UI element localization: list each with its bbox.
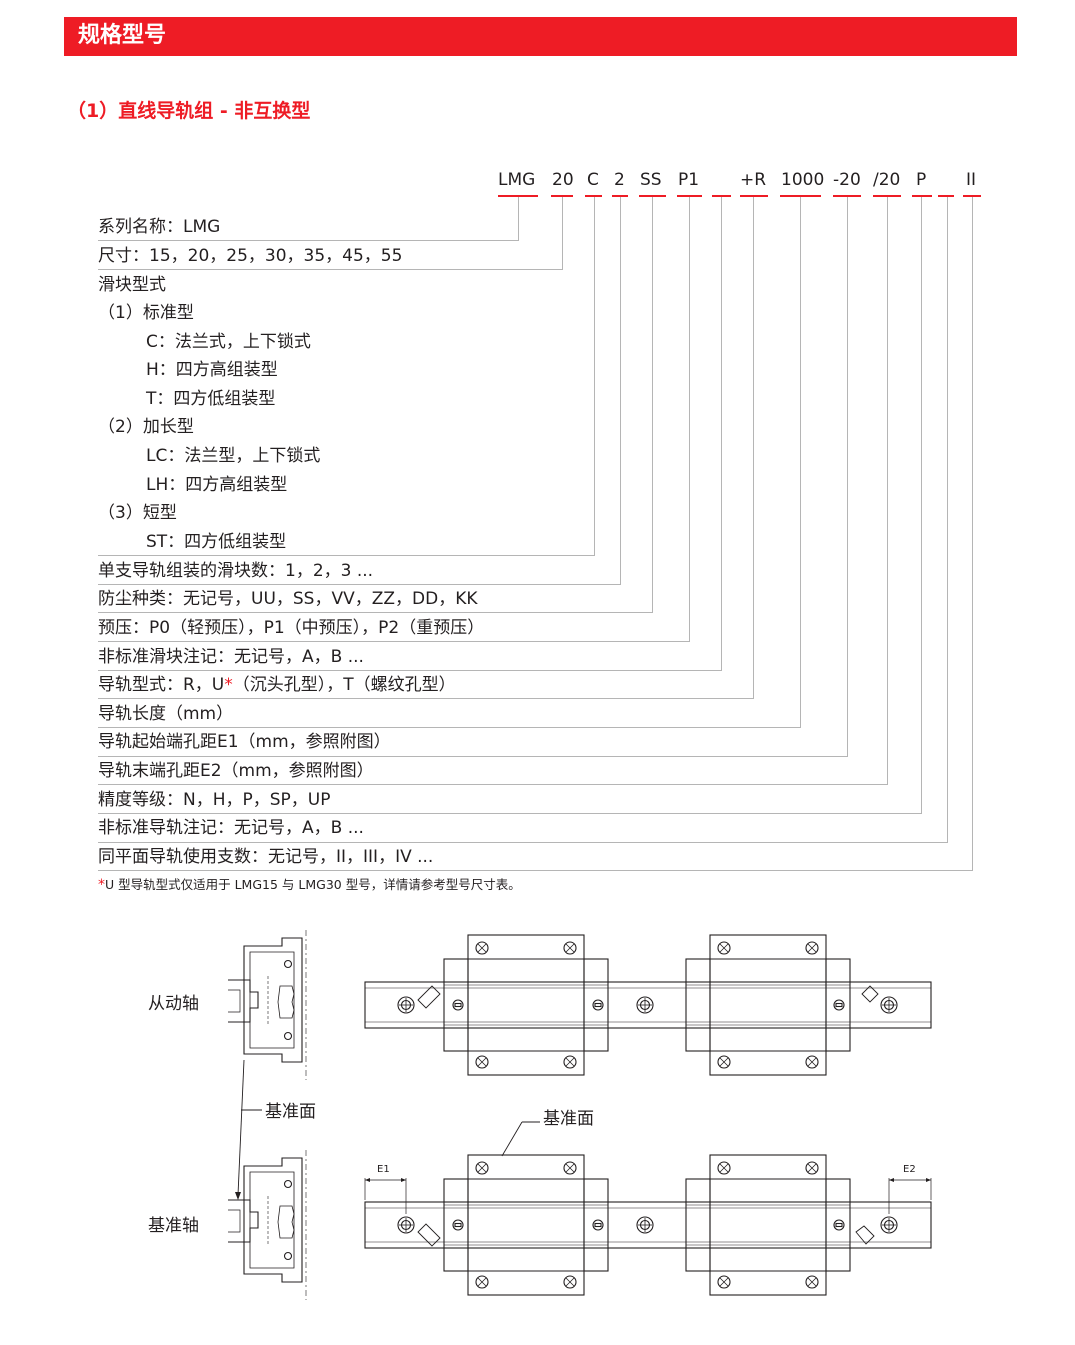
row-h-type: H：四方高组装型 — [146, 360, 278, 380]
row-preload: 预压：P0（轻预压），P1（中预压），P2（重预压） — [98, 618, 485, 638]
leader-line — [972, 197, 973, 870]
code-underline — [740, 195, 768, 197]
section-header-title: 规格型号 — [78, 23, 167, 48]
row-rail-length: 导轨长度（mm） — [98, 704, 234, 724]
row-block-type: 滑块型式 — [98, 275, 166, 295]
leader-line — [847, 197, 848, 756]
leader-line — [652, 197, 653, 612]
code-underline — [498, 195, 538, 197]
label-reference-surface: 基准面 — [265, 1102, 316, 1122]
code-underline — [938, 195, 954, 197]
leader-line — [98, 670, 722, 671]
leader-line — [98, 698, 754, 699]
leader-line — [98, 584, 621, 585]
code-underline — [873, 195, 901, 197]
code-size: 20 — [552, 170, 574, 190]
leader-line — [947, 197, 948, 842]
code-block-count: 2 — [614, 170, 625, 190]
code-series: LMG — [498, 170, 536, 190]
leader-line — [98, 784, 888, 785]
code-rail-type: +R — [740, 170, 767, 190]
end-view-driven — [227, 930, 307, 1080]
leader-line — [518, 197, 519, 240]
footnote-text: U 型导轨型式仅适用于 LMG15 与 LMG30 型号，详情请参考型号尺寸表。 — [105, 877, 521, 892]
row-dust-protection: 防尘种类：无记号，UU，SS，VV，ZZ，DD，KK — [98, 589, 478, 609]
leader-line — [98, 870, 973, 871]
code-underline — [780, 195, 821, 197]
row-short-type: （3）短型 — [98, 503, 177, 523]
row-e1: 导轨起始端孔距E1（mm，参照附图） — [98, 732, 391, 752]
row-rail-type: 导轨型式：R，U*（沉头孔型），T（螺纹孔型） — [98, 674, 456, 696]
code-underline — [551, 195, 573, 197]
label-reference-surface-top: 基准面 — [543, 1109, 594, 1129]
leader-line — [98, 240, 519, 241]
leader-line — [98, 555, 595, 556]
code-underline — [612, 195, 628, 197]
code-accuracy: P — [916, 170, 927, 190]
subsection-title: （1）直线导轨组 - 非互换型 — [67, 100, 311, 122]
section-header-bar: 规格型号 — [64, 17, 1017, 56]
code-preload: P1 — [678, 170, 700, 190]
code-e1: -20 — [833, 170, 861, 190]
rail-type-suffix: （沉头孔型），T（螺纹孔型） — [232, 675, 456, 695]
rail-type-prefix: 导轨型式：R，U — [98, 675, 225, 695]
code-dust: SS — [640, 170, 662, 190]
code-underline — [912, 195, 932, 197]
row-lc-type: LC：法兰型，上下锁式 — [146, 446, 321, 466]
code-underline — [639, 195, 666, 197]
footnote: *U 型导轨型式仅适用于 LMG15 与 LMG30 型号，详情请参考型号尺寸表… — [98, 876, 521, 894]
lower-rail — [364, 1121, 932, 1295]
leader-line — [721, 197, 722, 670]
leader-line — [98, 641, 690, 642]
leader-line — [753, 197, 754, 698]
leader-line — [562, 197, 563, 269]
asterisk-mark: * — [98, 877, 105, 893]
leader-line — [620, 197, 621, 584]
label-driven-axis: 从动轴 — [148, 994, 199, 1014]
code-rails-count: II — [966, 170, 977, 190]
row-lh-type: LH：四方高组装型 — [146, 475, 288, 495]
leader-line — [98, 756, 848, 757]
code-underline — [833, 195, 861, 197]
row-rails-count: 同平面导轨使用支数：无记号，II，III，IV ... — [98, 847, 434, 867]
leader-line — [887, 197, 888, 784]
end-view-reference — [227, 1150, 307, 1300]
leader-line — [98, 269, 563, 270]
label-e2: E2 — [903, 1164, 916, 1175]
code-underline — [712, 195, 731, 197]
label-reference-axis: 基准轴 — [148, 1216, 199, 1236]
leader-line — [98, 727, 801, 728]
leader-line — [689, 197, 690, 641]
row-series: 系列名称：LMG — [98, 217, 221, 237]
row-standard-type: （1）标准型 — [98, 303, 194, 323]
code-underline — [677, 195, 702, 197]
asterisk-mark: * — [224, 675, 233, 695]
code-e2: /20 — [873, 170, 901, 190]
row-nonstandard-block: 非标准滑块注记：无记号，A，B ... — [98, 647, 364, 667]
row-st-type: ST：四方低组装型 — [146, 532, 287, 552]
code-underline — [585, 195, 602, 197]
row-c-type: C：法兰式，上下锁式 — [146, 332, 311, 352]
row-accuracy: 精度等级：N，H，P，SP，UP — [98, 790, 331, 810]
row-nonstandard-rail: 非标准导轨注记：无记号，A，B ... — [98, 818, 364, 838]
code-rail-length: 1000 — [781, 170, 825, 190]
row-e2: 导轨末端孔距E2（mm，参照附图） — [98, 761, 374, 781]
row-block-count: 单支导轨组装的滑块数：1，2，3 ... — [98, 561, 374, 581]
upper-rail — [364, 935, 932, 1075]
code-block-type: C — [587, 170, 599, 190]
row-long-type: （2）加长型 — [98, 417, 194, 437]
leader-line — [98, 842, 948, 843]
row-t-type: T：四方低组装型 — [146, 389, 276, 409]
leader-line — [921, 197, 922, 813]
leader-line — [800, 197, 801, 727]
row-size: 尺寸：15，20，25，30，35，45，55 — [98, 246, 403, 266]
leader-line — [98, 813, 922, 814]
leader-line — [98, 612, 653, 613]
code-underline — [963, 195, 981, 197]
leader-line — [594, 197, 595, 555]
label-e1: E1 — [377, 1164, 390, 1175]
